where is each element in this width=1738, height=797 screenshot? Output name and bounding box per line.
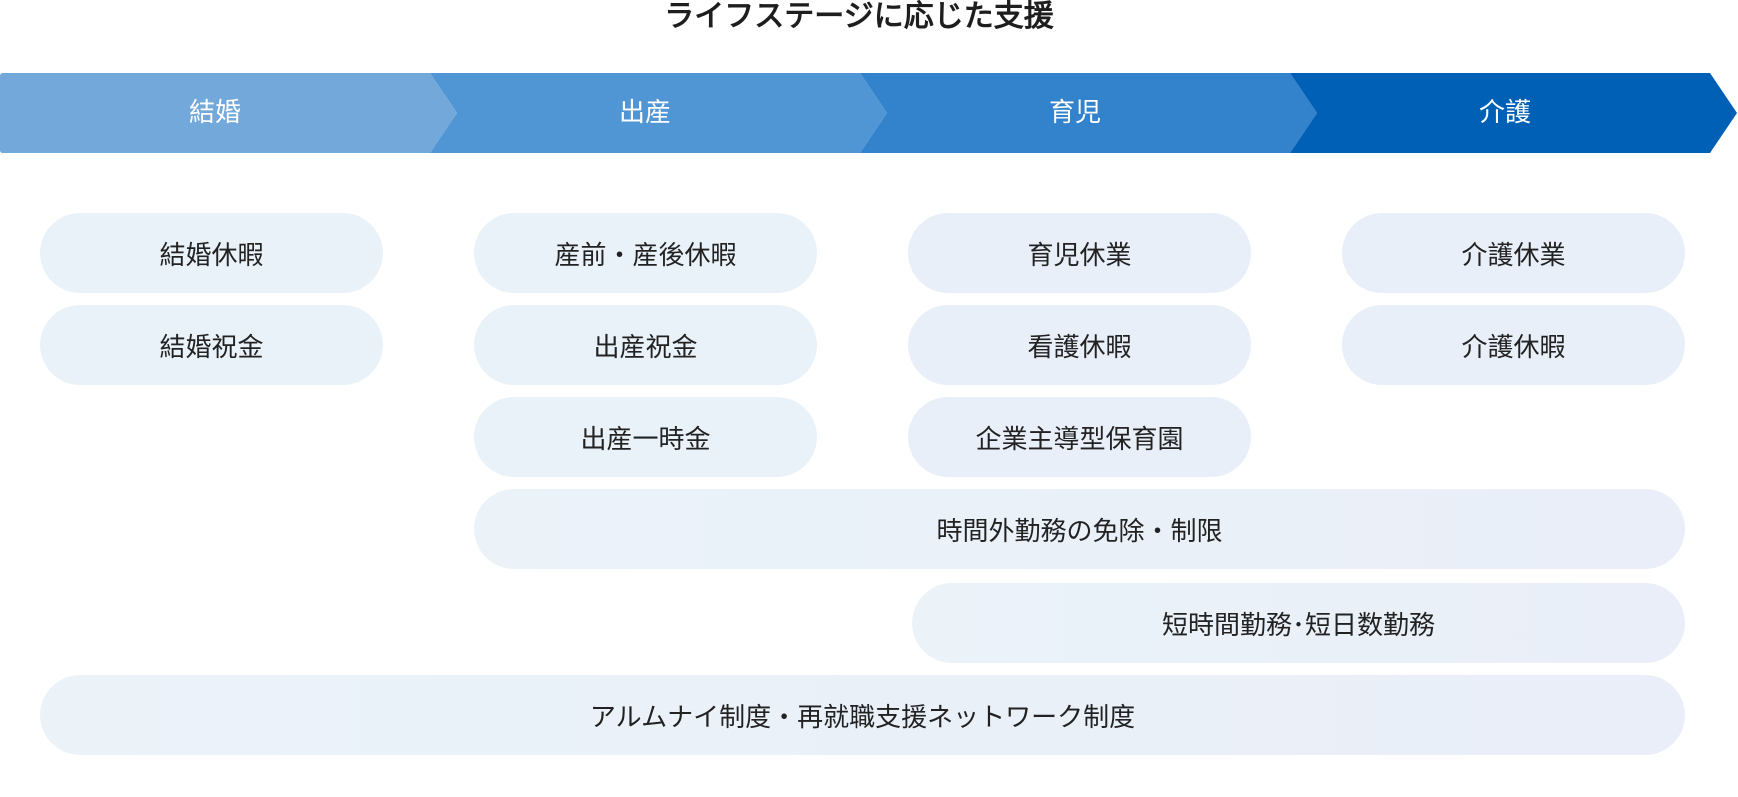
page-title: ライフステージに応じた支援 <box>664 0 1054 34</box>
support-item-childcare-leave: 育児休業 <box>908 213 1251 293</box>
support-item-nursing-care-leave-child: 看護休暇 <box>908 305 1251 385</box>
stage-chevron-marriage <box>0 73 457 153</box>
stage-chevron-childcare <box>860 73 1317 153</box>
stage-childcare: 育児 <box>860 73 1290 153</box>
support-item-overtime-exemption: 時間外勤務の免除・制限 <box>474 489 1685 569</box>
support-item-company-nursery: 企業主導型保育園 <box>908 397 1251 477</box>
support-item-family-care-leave: 介護休業 <box>1342 213 1685 293</box>
stage-label: 結婚 <box>188 98 241 128</box>
support-item-marriage-leave: 結婚休暇 <box>40 213 383 293</box>
stage-chevron-band <box>0 73 1737 153</box>
stage-label: 介護 <box>1478 98 1531 128</box>
stage-chevron-nursing <box>1290 73 1737 153</box>
stage-chevron-birth <box>430 73 887 153</box>
support-item-short-hours: 短時間勤務･短日数勤務 <box>912 583 1685 663</box>
support-item-marriage-gift: 結婚祝金 <box>40 305 383 385</box>
stage-label: 育児 <box>1048 98 1101 128</box>
support-item-maternity-leave: 産前・産後休暇 <box>474 213 817 293</box>
support-item-family-care-holiday: 介護休暇 <box>1342 305 1685 385</box>
stage-label: 出産 <box>618 98 671 128</box>
stage-birth: 出産 <box>430 73 860 153</box>
support-item-birth-gift: 出産祝金 <box>474 305 817 385</box>
stage-nursing: 介護 <box>1290 73 1720 153</box>
support-item-birth-allowance: 出産一時金 <box>474 397 817 477</box>
support-item-alumni-reemployment: アルムナイ制度・再就職支援ネットワーク制度 <box>40 675 1685 755</box>
stage-marriage: 結婚 <box>0 73 430 153</box>
